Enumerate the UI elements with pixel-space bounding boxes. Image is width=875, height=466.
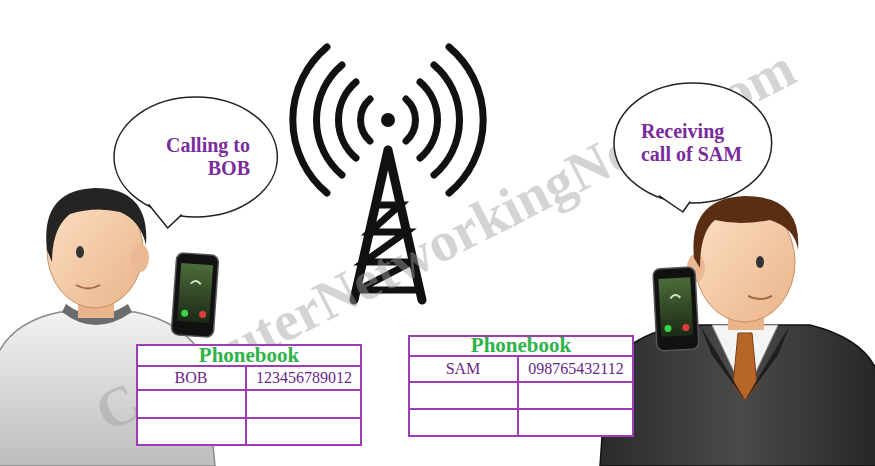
mobile-phone [653,267,699,351]
speech-text: Calling to BOB [142,134,250,180]
receiver-person [600,196,875,466]
table-heading: Phonebook [136,344,362,366]
bubble-outline [112,95,279,219]
speech-bubble: Receiving call of SAM [612,81,774,205]
speech-text: Receiving call of SAM [641,120,745,166]
phonebook-table: Phonebook [136,344,362,446]
phone-number: 123456789012 [256,369,352,387]
phonebook-table: Phonebook [408,335,634,437]
phonebook-name: BOB [175,369,208,387]
phone-number: 098765432112 [528,360,623,378]
phonebook-name: SAM [446,360,481,378]
table-heading: Phonebook [408,335,634,356]
speech-bubble: Calling to BOB [112,95,279,219]
